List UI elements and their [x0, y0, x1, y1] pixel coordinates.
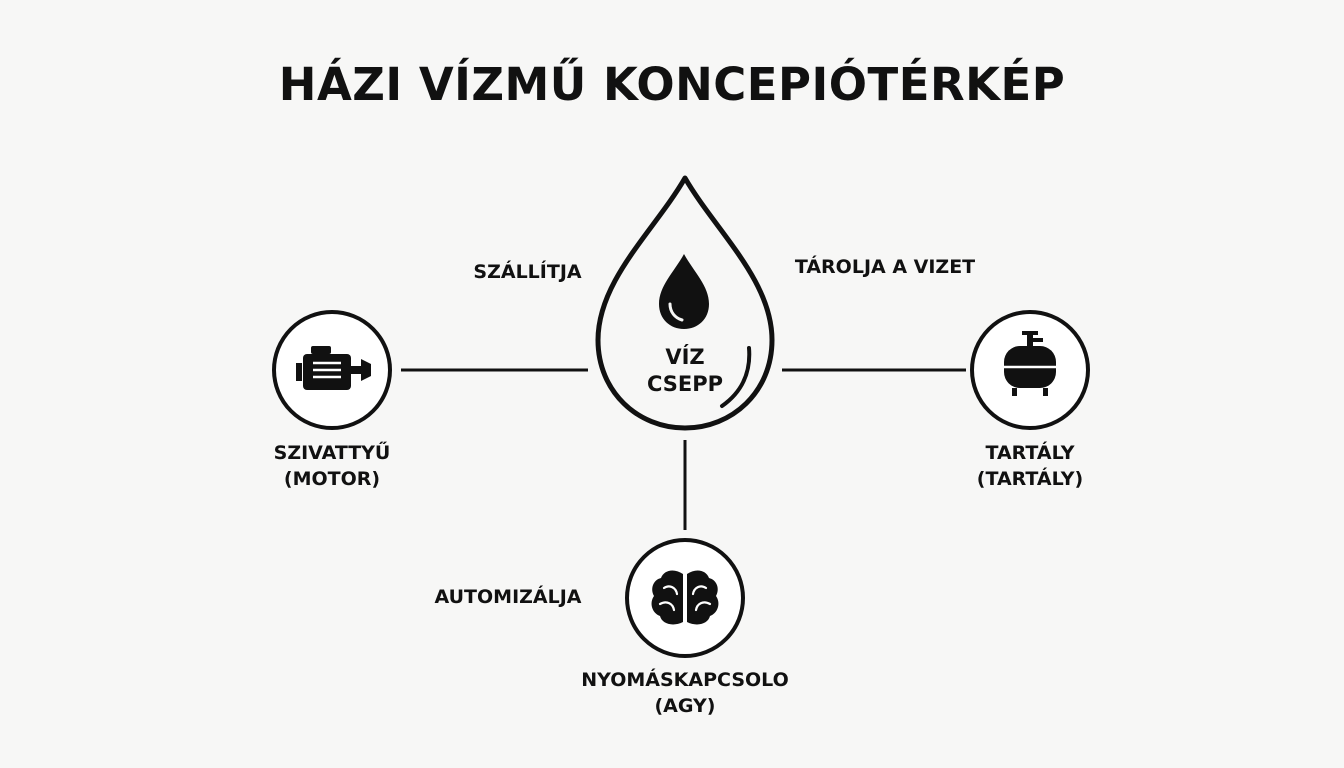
switch-circle — [625, 538, 745, 658]
water-drop-node[interactable] — [595, 175, 775, 431]
edge-label-switch-center: AUTOMIZÁLJA — [434, 586, 582, 608]
center-label: VÍZ CSEPP — [605, 344, 765, 398]
switch-label: NYOMÁSKAPCSOLO (AGY) — [555, 667, 815, 719]
pump-label: SZIVATTYŰ (MOTOR) — [202, 440, 462, 492]
tank-label-line2: (TARTÁLY) — [976, 468, 1084, 490]
water-drop-shine — [720, 346, 752, 408]
water-drop-outline — [595, 175, 775, 431]
pump-label-line1: SZIVATTYŰ — [273, 442, 391, 464]
pump-node[interactable] — [272, 310, 392, 430]
pump-label-line2: (MOTOR) — [283, 468, 381, 490]
water-drop-icon — [659, 254, 709, 329]
switch-label-line2: (AGY) — [654, 695, 716, 717]
brain-icon — [651, 570, 719, 625]
switch-label-line1: NYOMÁSKAPCSOLO — [581, 669, 789, 691]
tank-label: TARTÁLY (TARTÁLY) — [900, 440, 1160, 492]
center-label-line2: CSEPP — [646, 372, 724, 396]
diagram-title: HÁZI VÍZMŰ KONCEPIÓTÉRKÉP — [278, 58, 1066, 111]
tank-node[interactable] — [970, 310, 1090, 430]
edge-label-pump-center: SZÁLLÍTJA — [473, 261, 582, 283]
switch-node[interactable] — [625, 538, 745, 658]
edge-label-tank-center: TÁROLJA A VIZET — [794, 256, 976, 278]
motor-icon — [296, 346, 371, 390]
center-label-line1: VÍZ — [665, 345, 705, 369]
tank-label-line1: TARTÁLY — [985, 442, 1075, 464]
pressure-tank-icon — [1004, 331, 1056, 396]
